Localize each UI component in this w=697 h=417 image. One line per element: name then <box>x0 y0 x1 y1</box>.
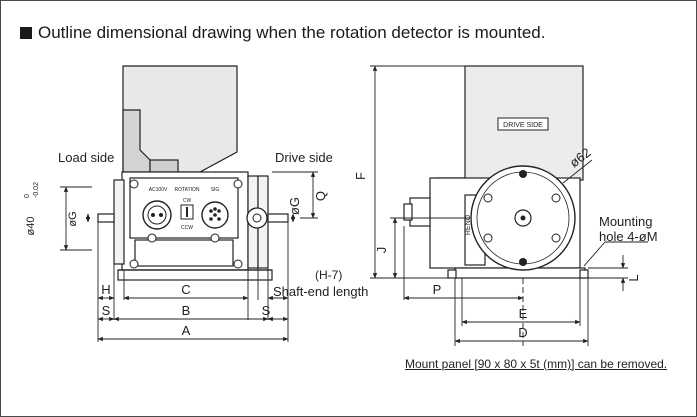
dim-g-left: øG <box>67 211 79 226</box>
ac100v-connector <box>142 200 172 230</box>
dim-d40-tol-top: 0 <box>24 194 31 198</box>
renio-label: RENO <box>465 214 472 235</box>
dim-f: F <box>353 172 368 180</box>
dim-q: Q <box>313 191 328 201</box>
rotation-switch <box>180 204 194 220</box>
dim-a: A <box>182 323 191 338</box>
mount-panel-note: Mount panel [90 x 80 x 5t (mm)] can be r… <box>405 357 668 371</box>
dim-h7: (H-7) <box>315 268 342 282</box>
label-ccw: CCW <box>181 225 193 231</box>
side-view <box>97 65 289 281</box>
dim-d40-tol-bot: -0.02 <box>33 182 40 198</box>
mounting-hole-label-2: hole 4-øM <box>599 229 658 244</box>
connector-label-ac: AC100V <box>149 187 168 193</box>
drive-side-plate <box>497 117 549 131</box>
load-side-label: Load side <box>58 150 114 165</box>
dim-b: B <box>182 303 191 318</box>
dim-c: C <box>181 282 190 297</box>
connector-label-rotation: ROTATION <box>174 187 199 193</box>
connector-label-sig: SIG <box>211 187 220 193</box>
mounting-hole-label-1: Mounting <box>599 214 652 229</box>
page-title: Outline dimensional drawing when the rot… <box>20 22 545 44</box>
dim-d: D <box>518 325 527 340</box>
drive-side-label: Drive side <box>275 150 333 165</box>
dim-l: L <box>626 274 641 281</box>
dim-j: J <box>374 247 389 254</box>
dim-g-right: øG <box>287 197 302 215</box>
dim-e: E <box>519 306 528 321</box>
dim-d40: ø40 <box>25 217 37 236</box>
title-text: Outline dimensional drawing when the rot… <box>38 23 546 42</box>
dim-p: P <box>433 282 442 297</box>
panel-screws <box>129 179 243 269</box>
dim-s-right: S <box>262 303 271 318</box>
label-cw: CW <box>183 198 192 204</box>
dim-s-left: S <box>102 303 111 318</box>
dim-h: H <box>101 282 110 297</box>
sig-connector <box>201 201 229 229</box>
drive-side-plate-label: DRIVE SIDE <box>503 122 543 129</box>
title-square-icon <box>20 27 32 39</box>
shaft-end-length: Shaft-end length <box>273 284 368 299</box>
front-rotor <box>470 165 576 271</box>
detector-connector <box>246 207 268 229</box>
